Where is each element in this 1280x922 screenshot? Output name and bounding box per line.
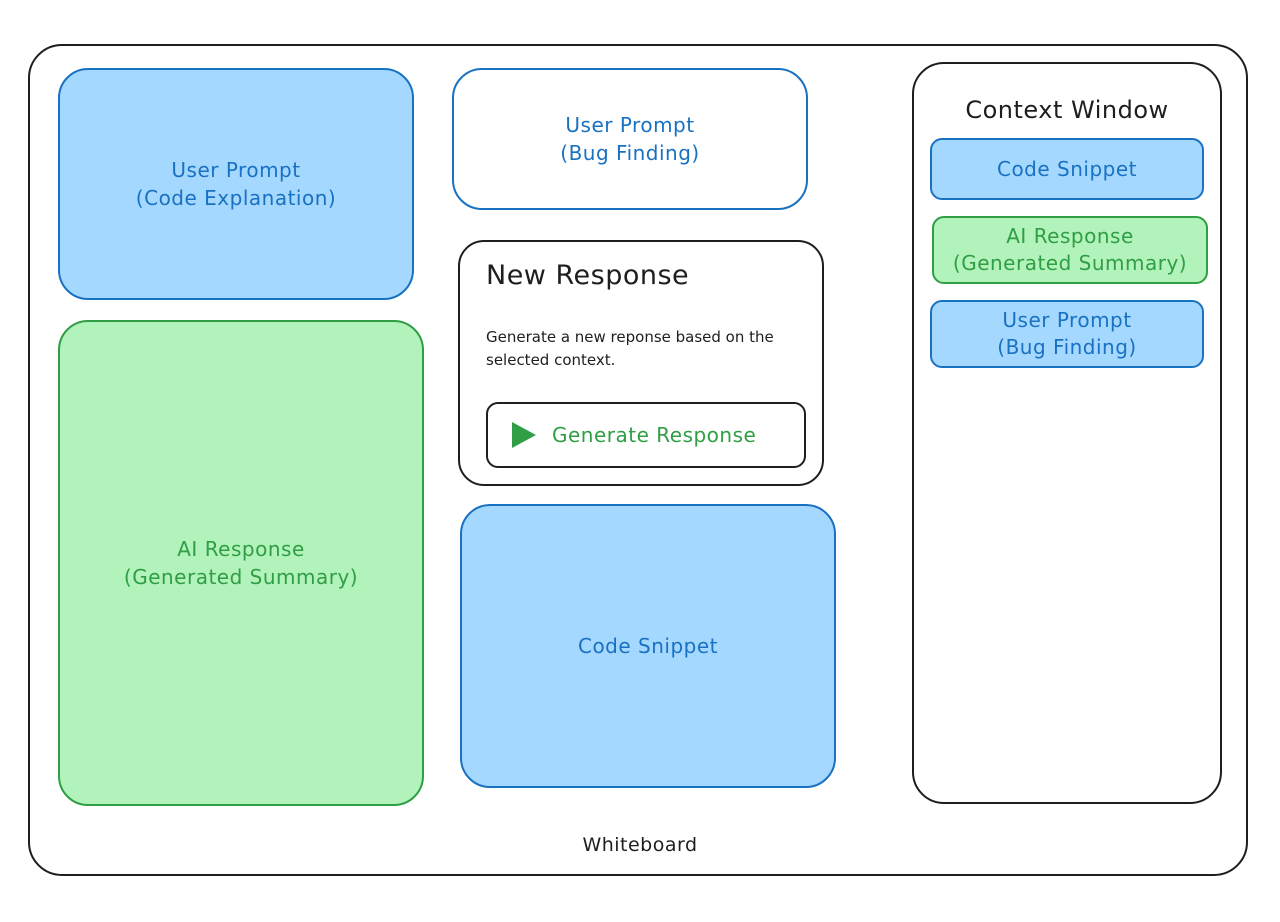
new-response-description: Generate a new reponse based on the sele… — [486, 328, 774, 369]
context-item-user-prompt[interactable]: User Prompt (Bug Finding) — [930, 300, 1204, 368]
card-subtitle: (Bug Finding) — [560, 141, 700, 165]
card-subtitle: (Generated Summary) — [123, 565, 359, 589]
context-item-code-snippet[interactable]: Code Snippet — [930, 138, 1204, 200]
card-code-snippet[interactable]: Code Snippet — [460, 504, 836, 788]
context-item-ai-response[interactable]: AI Response (Generated Summary) — [932, 216, 1208, 284]
context-item-label: User Prompt — [1002, 308, 1132, 332]
context-item-sublabel: (Generated Summary) — [952, 251, 1188, 275]
context-window-title: Context Window — [965, 96, 1169, 124]
context-item-label: Code Snippet — [996, 157, 1138, 181]
new-response-panel: New Response Generate a new reponse base… — [458, 240, 824, 486]
generate-response-label: Generate Response — [552, 423, 757, 447]
card-title: User Prompt — [171, 158, 301, 182]
whiteboard-label: Whiteboard — [582, 834, 698, 856]
card-title: User Prompt — [565, 113, 695, 137]
card-title: Code Snippet — [577, 634, 719, 658]
card-user-prompt-code-explanation[interactable]: User Prompt (Code Explanation) — [58, 68, 414, 300]
card-user-prompt-bug-finding[interactable]: User Prompt (Bug Finding) — [452, 68, 808, 210]
context-item-label: AI Response — [1006, 224, 1134, 248]
new-response-title: New Response — [486, 260, 690, 291]
play-icon — [512, 422, 536, 448]
card-ai-response-generated-summary[interactable]: AI Response (Generated Summary) — [58, 320, 424, 806]
card-subtitle: (Code Explanation) — [135, 186, 337, 210]
generate-response-button[interactable]: Generate Response — [486, 402, 806, 468]
context-item-sublabel: (Bug Finding) — [997, 335, 1137, 359]
card-title: AI Response — [177, 537, 305, 561]
